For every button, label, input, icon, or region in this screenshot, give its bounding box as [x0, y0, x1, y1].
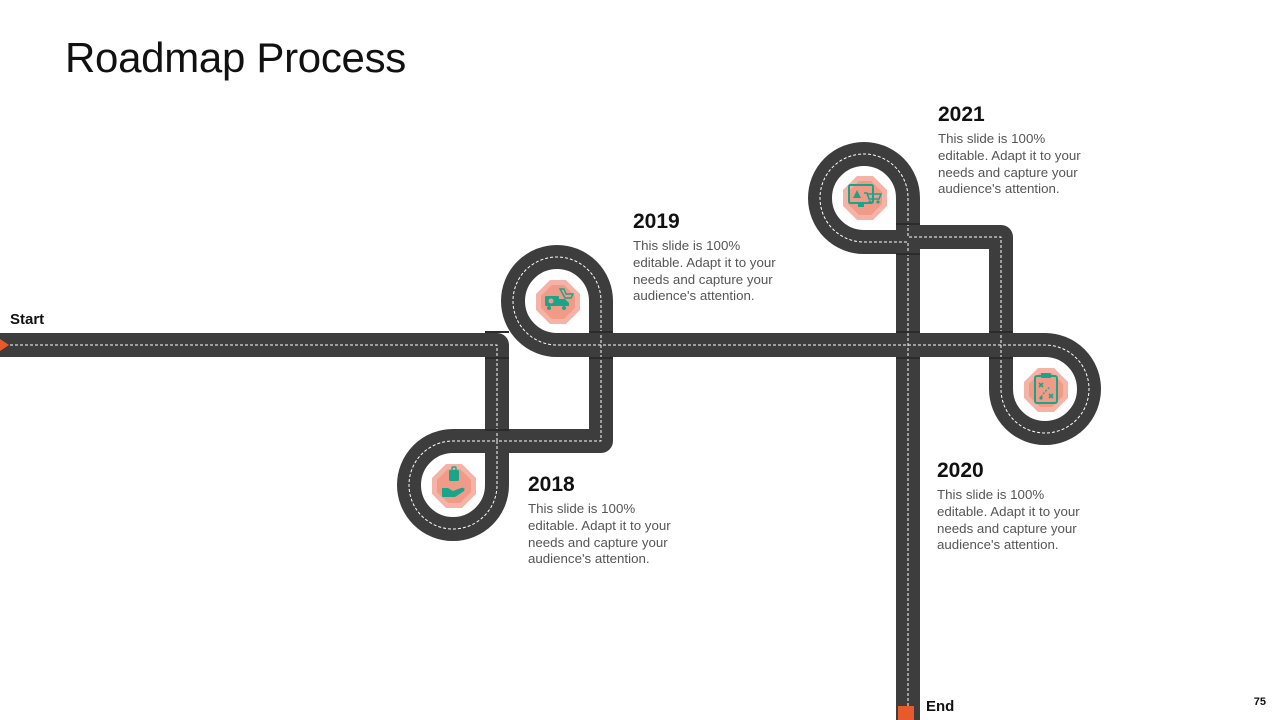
page-number: 75 [1253, 696, 1266, 708]
slide-title: Roadmap Process [65, 34, 406, 81]
milestone-description: This slide is 100% editable. Adapt it to… [528, 501, 671, 567]
milestone-2020: 2020 This slide is 100% editable. Adapt … [937, 460, 1087, 554]
milestone-year: 2021 [938, 103, 985, 126]
milestone-2019: 2019 This slide is 100% editable. Adapt … [633, 211, 783, 305]
milestone-badge-2019 [536, 280, 580, 324]
milestone-description: This slide is 100% editable. Adapt it to… [938, 131, 1081, 197]
milestone-year: 2020 [937, 459, 984, 482]
start-label: Start [10, 311, 45, 328]
end-label: End [926, 698, 955, 715]
road-body [0, 142, 1101, 720]
milestone-badge-2020 [1024, 368, 1068, 412]
milestone-badge-2018 [432, 464, 476, 508]
hand-holding-bag-icon [442, 466, 465, 497]
online-shopping-monitor-icon [848, 184, 883, 207]
milestone-description: This slide is 100% editable. Adapt it to… [633, 238, 776, 304]
delivery-truck-cart-icon [545, 288, 575, 310]
milestone-year: 2019 [633, 210, 680, 233]
milestone-year: 2018 [528, 473, 575, 496]
strategy-clipboard-icon [1034, 373, 1058, 404]
milestone-2021: 2021 This slide is 100% editable. Adapt … [938, 104, 1088, 198]
start-marker [0, 339, 9, 351]
milestone-2018: 2018 This slide is 100% editable. Adapt … [528, 474, 678, 568]
milestone-description: This slide is 100% editable. Adapt it to… [937, 487, 1080, 553]
end-marker [898, 706, 914, 720]
road-center-line [0, 153, 1090, 720]
milestone-badge-2021 [843, 176, 887, 220]
